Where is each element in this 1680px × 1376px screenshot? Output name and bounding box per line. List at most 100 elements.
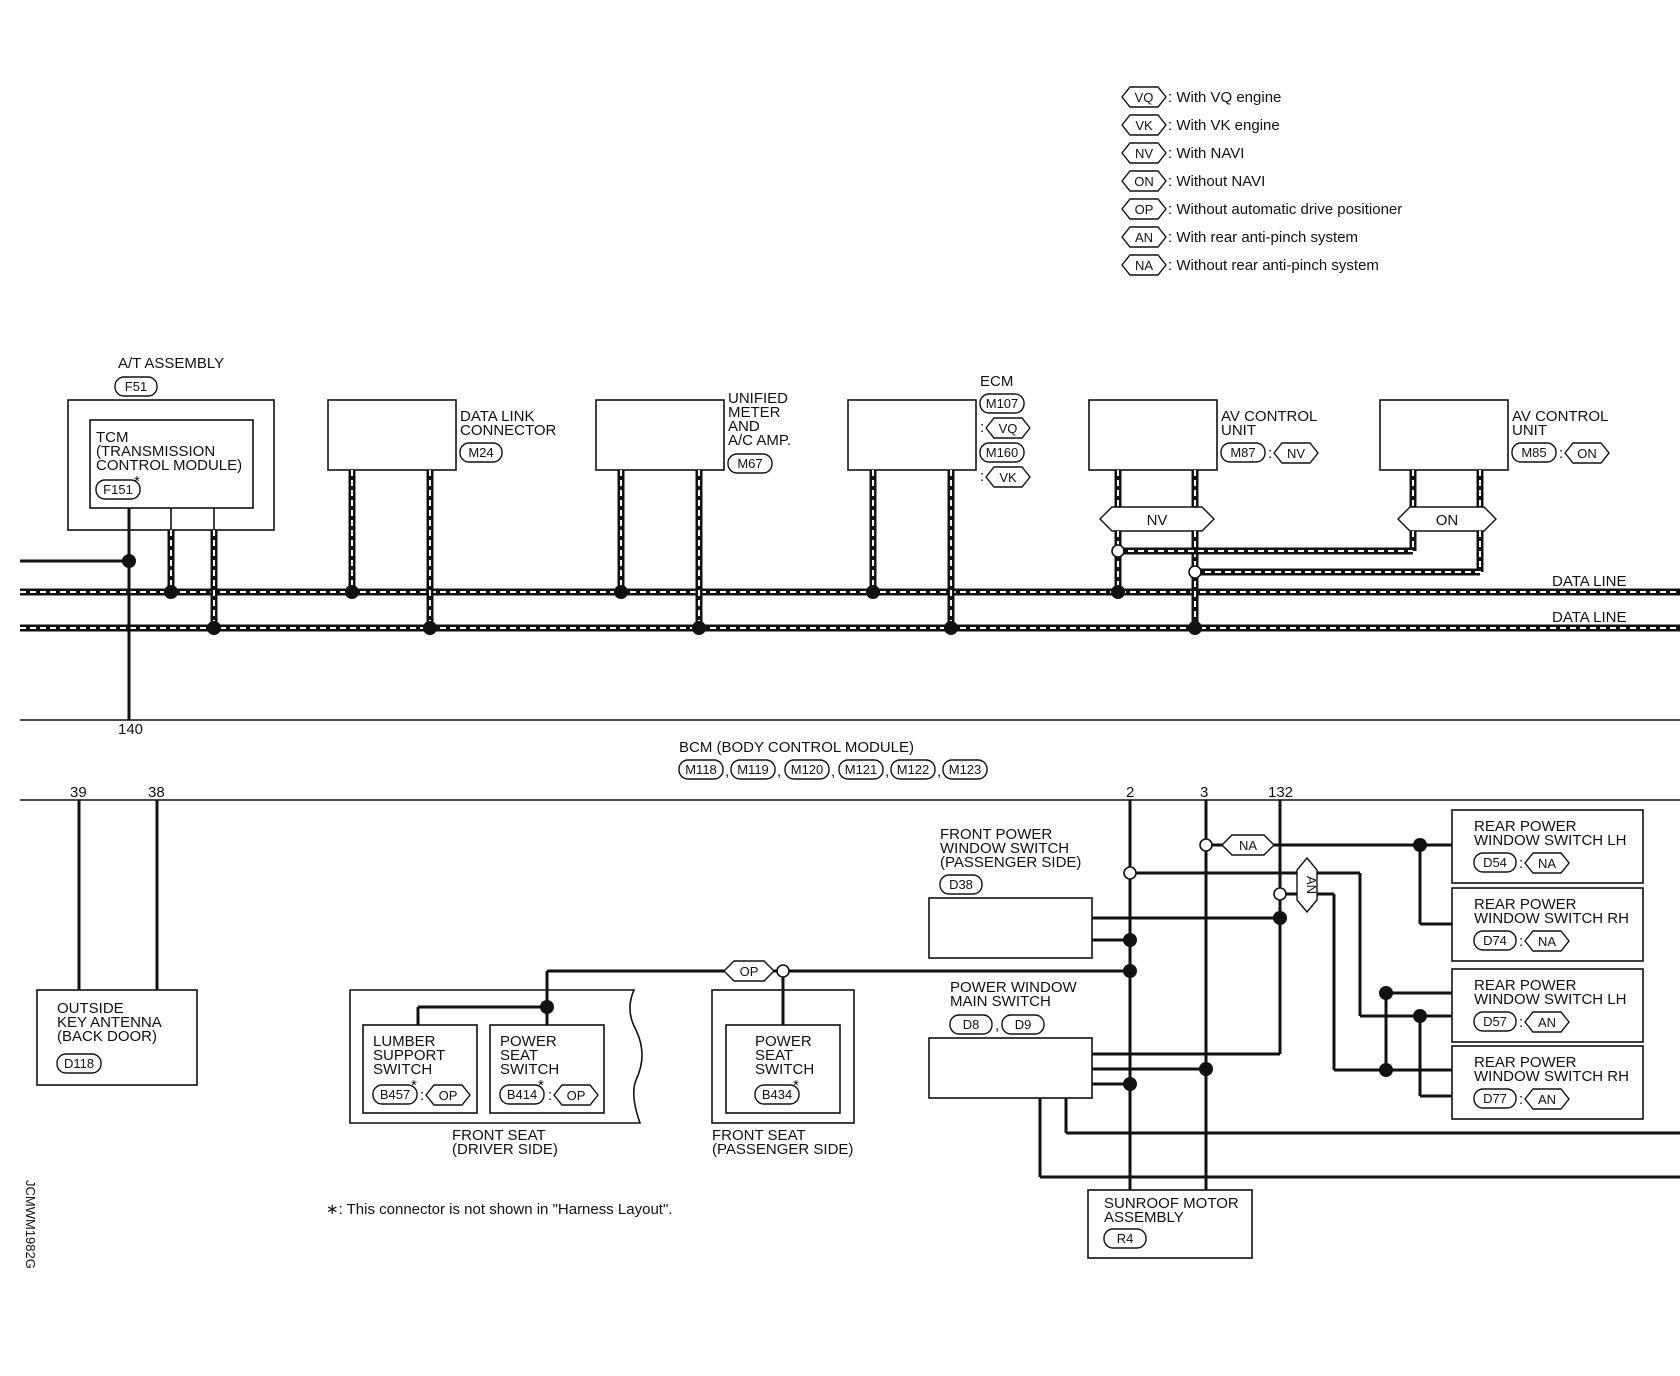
- svg-text:OUTSIDE: OUTSIDE: [57, 1000, 124, 1017]
- connector-m160: M160: [986, 445, 1019, 460]
- svg-text:NA: NA: [1538, 856, 1556, 871]
- connector-r4: R4: [1117, 1231, 1134, 1246]
- connector-d9: D9: [1015, 1017, 1032, 1032]
- svg-text:SUNROOF MOTOR: SUNROOF MOTOR: [1104, 1195, 1239, 1212]
- connector-m120: M120: [791, 762, 824, 777]
- svg-text:UNIT: UNIT: [1221, 422, 1256, 439]
- connector-m122: M122: [897, 762, 930, 777]
- svg-text:AV CONTROL: AV CONTROL: [1512, 408, 1608, 425]
- svg-text:CONTROL MODULE): CONTROL MODULE): [96, 457, 242, 474]
- svg-text:MAIN SWITCH: MAIN SWITCH: [950, 993, 1051, 1010]
- svg-text:FRONT SEAT: FRONT SEAT: [712, 1127, 806, 1144]
- svg-text:ASSEMBLY: ASSEMBLY: [1104, 1209, 1184, 1226]
- svg-text:: With rear anti-pinch system: : With rear anti-pinch system: [1168, 229, 1358, 246]
- svg-text:OP: OP: [1135, 202, 1154, 217]
- svg-text:TCM: TCM: [96, 429, 129, 446]
- connector-d38: D38: [949, 877, 973, 892]
- terminal-140: 140: [118, 721, 143, 738]
- connector-m107: M107: [986, 396, 1019, 411]
- svg-text:FRONT POWER: FRONT POWER: [940, 826, 1052, 843]
- svg-text:WINDOW SWITCH LH: WINDOW SWITCH LH: [1474, 991, 1626, 1008]
- svg-text:DATA LINK: DATA LINK: [460, 408, 534, 425]
- svg-text:A/T ASSEMBLY: A/T ASSEMBLY: [118, 355, 224, 372]
- front-seat-driver: LUMBER SUPPORT SWITCH B457 * : OP POWER …: [349, 989, 643, 1158]
- connector-d8: D8: [963, 1017, 980, 1032]
- svg-text:: With VK engine: : With VK engine: [1168, 117, 1280, 134]
- svg-text:: Without automatic drive posi: : Without automatic drive positioner: [1168, 201, 1402, 218]
- front-power-window-switch-passenger: FRONT POWER WINDOW SWITCH (PASSENGER SID…: [928, 826, 1093, 959]
- branch-nv: [1099, 506, 1215, 532]
- svg-text:(TRANSMISSION: (TRANSMISSION: [96, 443, 215, 460]
- svg-text:WINDOW SWITCH: WINDOW SWITCH: [940, 840, 1069, 857]
- connector-d74: D74: [1483, 933, 1507, 948]
- rear-power-window-switch-rh-na: REAR POWER WINDOW SWITCH RH D74 : NA: [1451, 887, 1644, 962]
- svg-text:POWER: POWER: [500, 1033, 557, 1050]
- svg-text:BCM (BODY CONTROL MODULE): BCM (BODY CONTROL MODULE): [679, 739, 914, 756]
- terminal-3: 3: [1200, 784, 1208, 801]
- svg-text:WINDOW SWITCH RH: WINDOW SWITCH RH: [1474, 910, 1629, 927]
- connector-d54: D54: [1483, 855, 1507, 870]
- connector-d77: D77: [1483, 1091, 1507, 1106]
- front-seat-passenger: POWER SEAT SWITCH B434 * FRONT SEAT (PAS…: [711, 989, 855, 1158]
- svg-text:LUMBER: LUMBER: [373, 1033, 436, 1050]
- svg-text:AN: AN: [1538, 1015, 1556, 1030]
- svg-text:WINDOW SWITCH RH: WINDOW SWITCH RH: [1474, 1068, 1629, 1085]
- connector-b414: B414: [507, 1087, 537, 1102]
- svg-text::: :: [1519, 855, 1523, 872]
- svg-text:SUPPORT: SUPPORT: [373, 1047, 445, 1064]
- power-window-main-switch: POWER WINDOW MAIN SWITCH D8 , D9: [928, 979, 1093, 1099]
- svg-text::: :: [980, 468, 984, 485]
- connector-f151: F151: [103, 482, 133, 497]
- svg-text:*: *: [134, 473, 140, 490]
- outside-key-antenna: OUTSIDE KEY ANTENNA (BACK DOOR) D118: [36, 989, 198, 1086]
- legend-item-an: AN : With rear anti-pinch system: [1121, 226, 1358, 248]
- svg-text:METER: METER: [728, 404, 781, 421]
- svg-text:POWER: POWER: [755, 1033, 812, 1050]
- svg-text:REAR POWER: REAR POWER: [1474, 1054, 1577, 1071]
- svg-text::: :: [420, 1087, 424, 1104]
- rear-power-window-switch-lh-na: REAR POWER WINDOW SWITCH LH D54 : NA: [1451, 809, 1644, 884]
- connector-m85: M85: [1521, 445, 1546, 460]
- tag-on: ON: [1577, 446, 1597, 461]
- data-line-label-2: DATA LINE: [1552, 609, 1626, 626]
- rear-power-window-switch-rh-an: REAR POWER WINDOW SWITCH RH D77 : AN: [1451, 1045, 1644, 1120]
- svg-text:(PASSENGER SIDE): (PASSENGER SIDE): [940, 854, 1081, 871]
- svg-text::: :: [1268, 445, 1272, 462]
- svg-text:UNIT: UNIT: [1512, 422, 1547, 439]
- svg-text:(DRIVER SIDE): (DRIVER SIDE): [452, 1141, 558, 1158]
- data-line-label-1: DATA LINE: [1552, 573, 1626, 590]
- svg-text:SWITCH: SWITCH: [500, 1061, 559, 1078]
- svg-text:,: ,: [937, 763, 941, 780]
- svg-text:ECM: ECM: [980, 373, 1013, 390]
- svg-text::: :: [1519, 1014, 1523, 1031]
- legend-item-op: OP : Without automatic drive positioner: [1121, 198, 1402, 220]
- svg-text:*: *: [411, 1077, 417, 1094]
- svg-text:SWITCH: SWITCH: [755, 1061, 814, 1078]
- svg-text:REAR POWER: REAR POWER: [1474, 818, 1577, 835]
- svg-text:SEAT: SEAT: [500, 1047, 538, 1064]
- connector-m119: M119: [737, 762, 769, 777]
- svg-text:(PASSENGER SIDE): (PASSENGER SIDE): [712, 1141, 853, 1158]
- connector-m67: M67: [737, 456, 762, 471]
- tag-nv: NV: [1287, 446, 1305, 461]
- unified-meter: UNIFIED METER AND A/C AMP. M67: [595, 390, 791, 474]
- at-assembly: A/T ASSEMBLY F51 TCM (TRANSMISSION CONTR…: [67, 355, 275, 531]
- svg-text:REAR POWER: REAR POWER: [1474, 977, 1577, 994]
- svg-text:OP: OP: [740, 964, 759, 979]
- terminal-132: 132: [1268, 784, 1293, 801]
- data-lines: DATA LINE DATA LINE: [20, 573, 1680, 632]
- connector-d118: D118: [64, 1056, 94, 1071]
- svg-text:NA: NA: [1538, 934, 1556, 949]
- legend-item-na: NA : Without rear anti-pinch system: [1121, 254, 1379, 276]
- tag-op-seat: [723, 960, 775, 982]
- av-control-unit-on: AV CONTROL UNIT M85 : ON: [1379, 399, 1610, 471]
- svg-text:AN: AN: [1538, 1092, 1556, 1107]
- svg-text:AN: AN: [1135, 230, 1153, 245]
- rear-power-window-switch-lh-an: REAR POWER WINDOW SWITCH LH D57 : AN: [1451, 968, 1644, 1043]
- svg-text:CONNECTOR: CONNECTOR: [460, 422, 557, 439]
- svg-text:,: ,: [885, 763, 889, 780]
- connector-b457: B457: [380, 1087, 410, 1102]
- svg-text:*: *: [538, 1077, 544, 1094]
- connector-m121: M121: [845, 762, 878, 777]
